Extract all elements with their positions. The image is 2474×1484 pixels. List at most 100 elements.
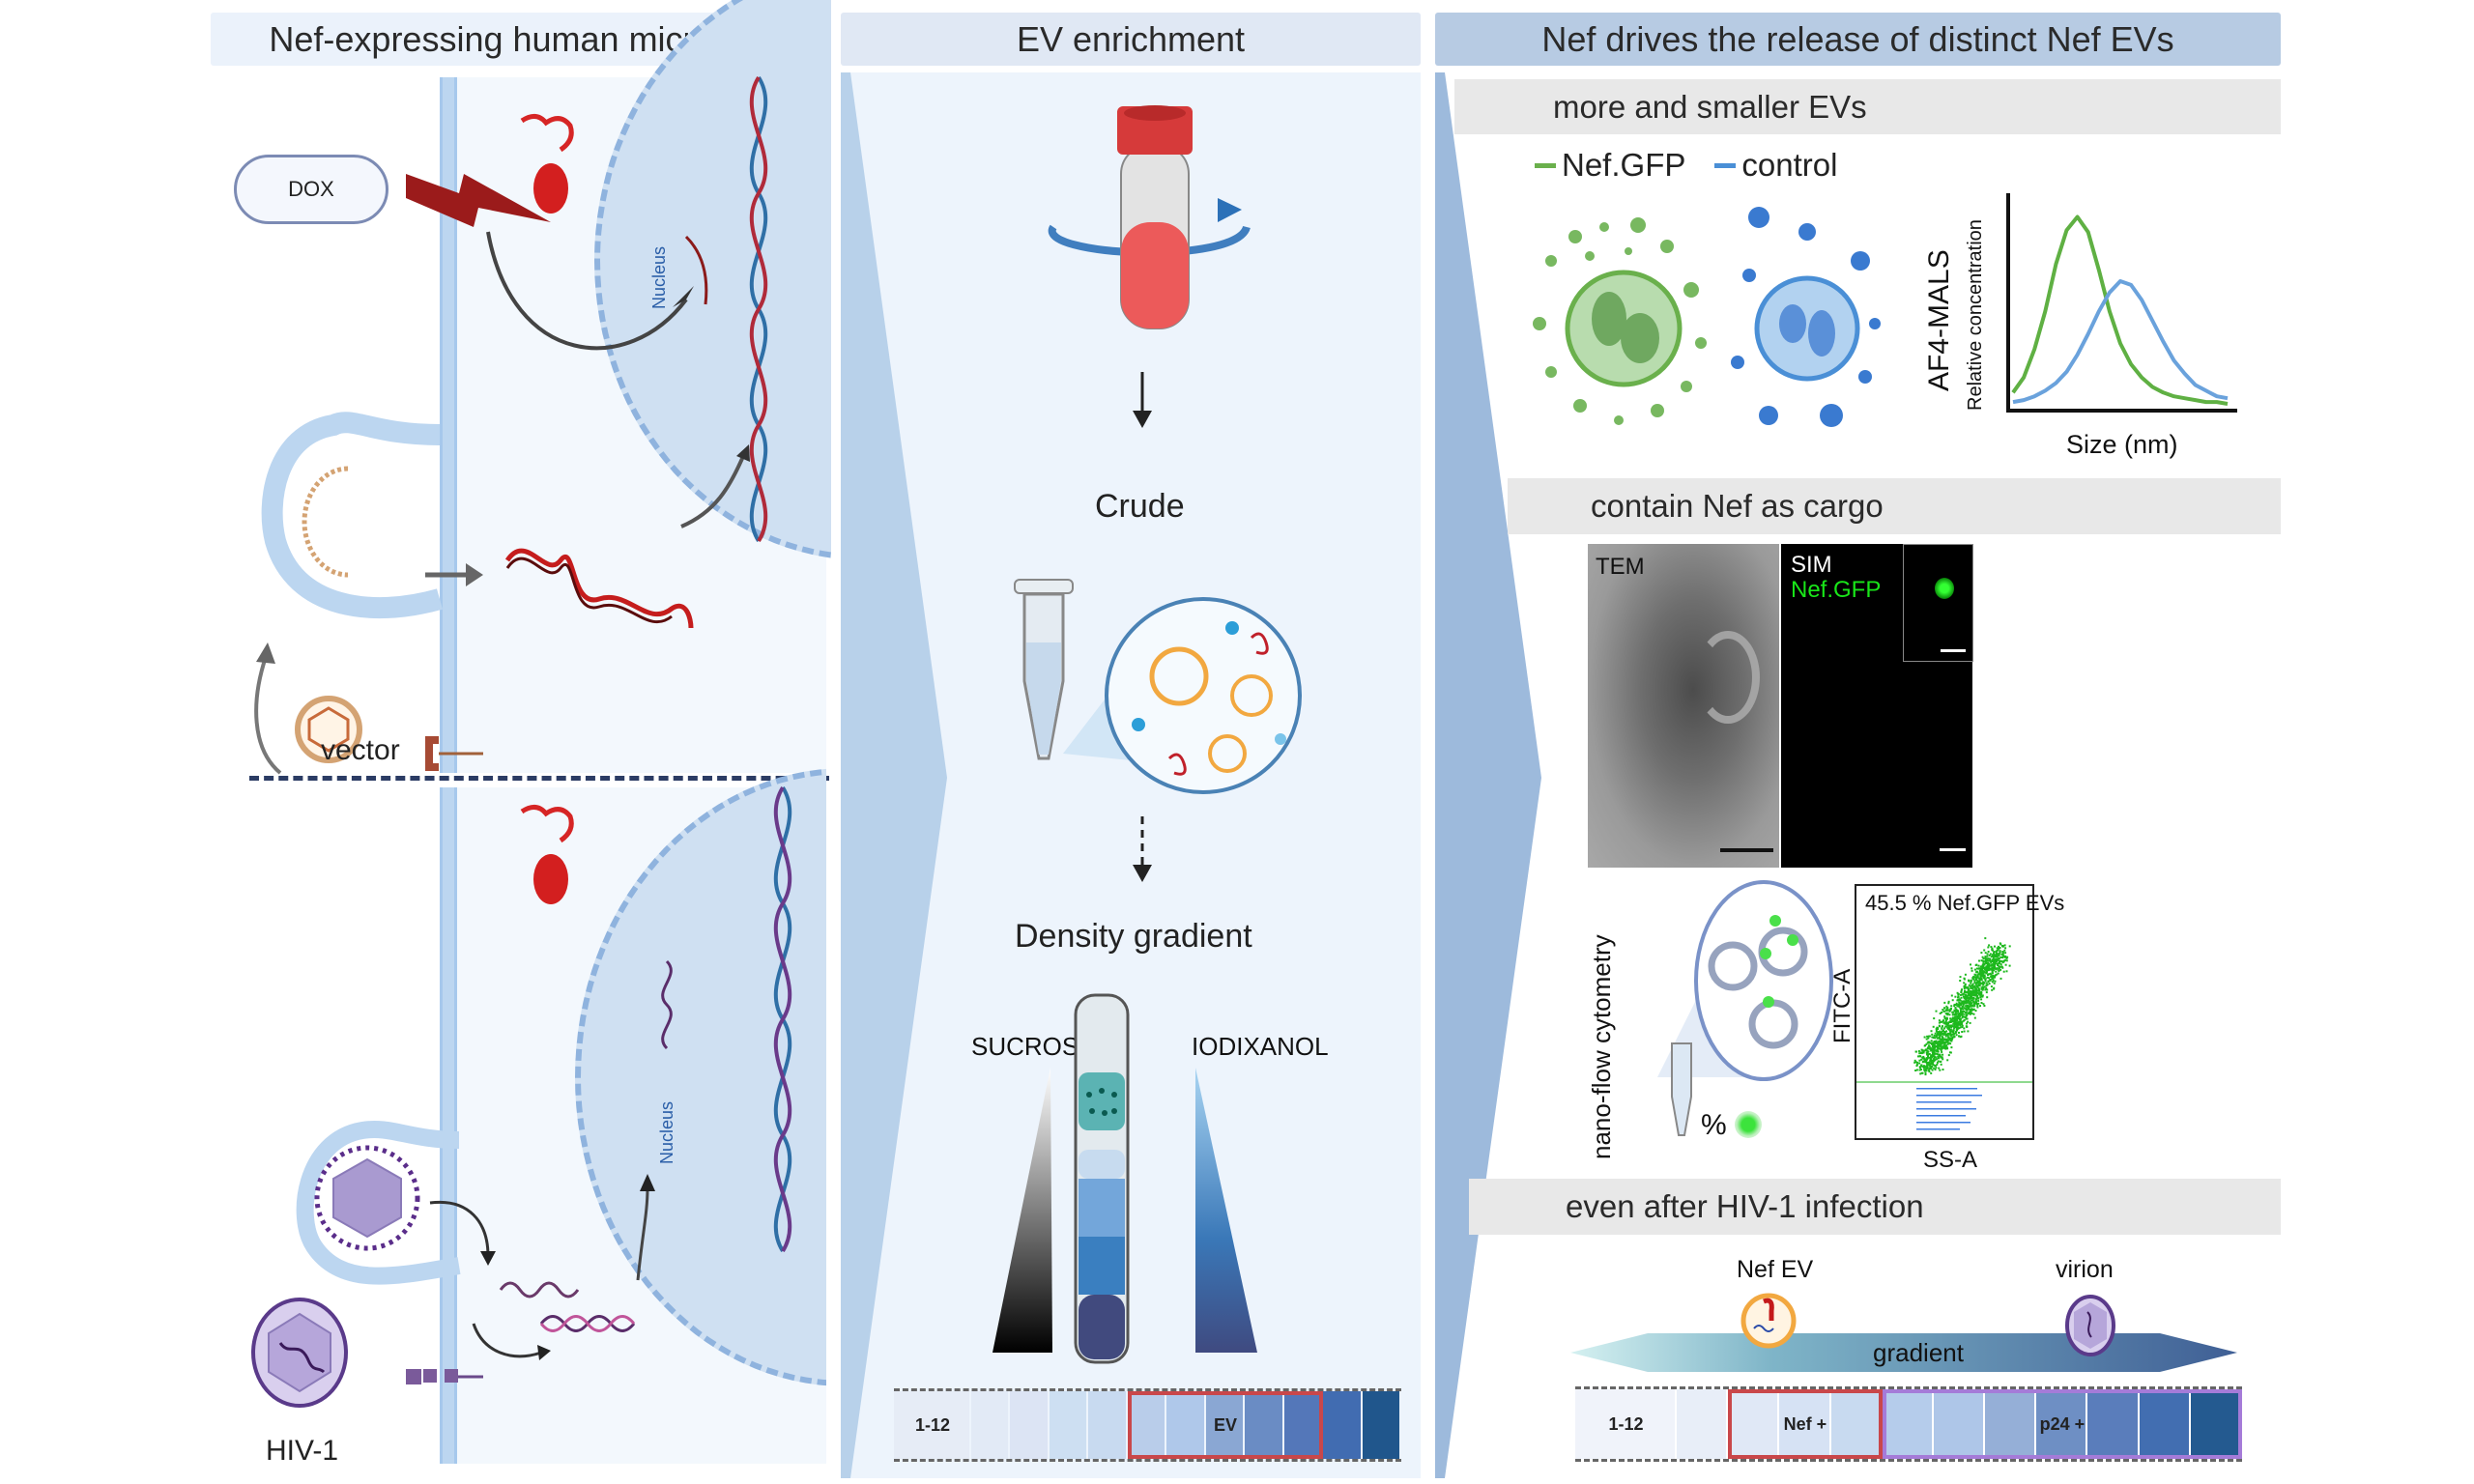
hiv-label: HIV-1 [266, 1435, 339, 1467]
ev-zoom-circle [1063, 597, 1302, 794]
fraction-cell [1323, 1391, 1361, 1459]
virion-icon [2065, 1295, 2115, 1356]
fraction-cell [1088, 1391, 1126, 1459]
panel-divider [249, 776, 829, 781]
right-panel-title: Nef drives the release of distinct Nef E… [1541, 18, 2174, 59]
fraction-cell [1166, 1391, 1204, 1459]
fraction-cell [2036, 1389, 2086, 1459]
tem-label: TEM [1596, 554, 1645, 580]
fraction-cell [971, 1391, 1009, 1459]
eppendorf-tube-icon [1014, 579, 1074, 760]
gfp-negative-events [1916, 1088, 1982, 1130]
fraction-cell [1362, 1391, 1399, 1459]
fraction-cell [1010, 1391, 1048, 1459]
legend-swatch-nefgfp [1535, 162, 1556, 168]
iodixanol-gradient-wedge [1195, 1068, 1257, 1353]
density-gradient-label: Density gradient [1015, 918, 1252, 955]
fraction-cell [1575, 1389, 1675, 1459]
vector-virus-icon [295, 696, 362, 763]
gfp-dot-icon [1735, 1111, 1762, 1138]
fraction-cell [1127, 1391, 1165, 1459]
flow-xlabel: SS-A [1923, 1147, 1978, 1173]
cell-illustration-top: Nucleus DOX [0, 0, 831, 775]
fraction-first-label-right: 1-12 [1608, 1413, 1644, 1434]
tem-image: TEM [1588, 544, 1779, 868]
size-chart-xlabel: Size (nm) [2066, 430, 2178, 459]
gfp-positive-events [1913, 937, 2011, 1076]
reuptake-arrow [254, 642, 282, 775]
fraction-cell [1728, 1389, 1778, 1459]
legend-swatch-control [1714, 162, 1737, 168]
section-header-nef-cargo: contain Nef as cargo [1508, 478, 2281, 534]
import-arrow [636, 1174, 655, 1281]
cd4-receptor-icon [406, 1369, 483, 1384]
gfp-spot [1935, 578, 1954, 599]
down-arrow-dashed [1133, 816, 1152, 882]
flow-ylabel: FITC-A [1829, 968, 1856, 1043]
flow-chevron-left [841, 72, 947, 1478]
fraction-cell [1283, 1391, 1322, 1459]
sucrose-gradient-wedge [992, 1068, 1052, 1353]
sim-nefgfp-label: Nef.GFP [1791, 577, 1882, 603]
flow-annotation: 45.5 % Nef.GFP EVs [1865, 891, 2065, 915]
nef-protein-icon-2 [520, 805, 574, 904]
crude-label: Crude [1095, 488, 1185, 525]
legend-item-nefgfp: Nef.GFP [1535, 147, 1685, 184]
hiv-budding-icon [296, 1121, 461, 1285]
fraction-cell [1830, 1389, 1881, 1459]
flow-cytometry-plot [1855, 884, 2034, 1140]
nef-ev-icon [1740, 1293, 1797, 1349]
sim-label: SIM [1791, 552, 1832, 578]
control-cell-icon [1731, 207, 1881, 427]
dna-helix-icon [749, 75, 768, 543]
middle-fraction-strip: 1-12 EV [894, 1388, 1401, 1462]
gradient-label: gradient [1873, 1338, 1964, 1367]
iodixanol-label: IODIXANOL [1192, 1032, 1329, 1061]
flow-chevron-right [1435, 72, 1541, 1478]
nefgfp-cell-icon [1533, 217, 1707, 425]
p24-positive-highlight: p24 + [1882, 1389, 2242, 1459]
gradient-tube-icon [1074, 993, 1130, 1364]
nucleus-label-bottom: Nucleus [657, 1100, 676, 1164]
middle-panel-title: EV enrichment [1016, 18, 1246, 59]
hiv-virion-icon [251, 1298, 348, 1408]
nef-ev-label: Nef EV [1737, 1256, 1814, 1283]
legend-label-nefgfp: Nef.GFP [1562, 147, 1686, 183]
fraction-first-label: 1-12 [914, 1414, 951, 1435]
integration-arrow [680, 444, 750, 528]
section-header-hiv: even after HIV-1 infection [1469, 1179, 2281, 1235]
scale-bar-tem [1720, 848, 1773, 852]
viral-rna-free-icon [499, 1281, 580, 1298]
fraction-cell [2190, 1389, 2240, 1459]
vector-arrow [425, 563, 483, 586]
right-panel-header: Nef drives the release of distinct Nef E… [1435, 13, 2281, 66]
af4-mals-label: AF4-MALS [1923, 249, 1955, 391]
proviral-dna-icon [539, 1315, 636, 1332]
section1-title: more and smaller EVs [1553, 88, 1867, 125]
rna-release-arrow [429, 1200, 496, 1266]
fraction-cell [1205, 1391, 1244, 1459]
dox-label: DOX [288, 177, 334, 201]
scale-bar-sim [1940, 848, 1966, 851]
cell-illustration-bottom: Nucleus HIV-1 [0, 768, 831, 1478]
nef-positive-label: Nef + [1783, 1413, 1827, 1434]
cell-membrane-bottom [440, 787, 457, 1464]
section3-title: even after HIV-1 infection [1566, 1188, 1924, 1224]
dox-activation-arrow [486, 231, 694, 351]
fraction-cell [2087, 1389, 2138, 1459]
fraction-cell [1779, 1389, 1829, 1459]
size-distribution-chart [2006, 193, 2237, 413]
ev-fraction-highlight: EV [1127, 1391, 1324, 1459]
section-header-more-smaller: more and smaller EVs [1454, 79, 2281, 134]
fraction-cell [1049, 1391, 1087, 1459]
size-chart-ylabel: Relative concentration [1965, 219, 1986, 411]
fraction-cell [1985, 1389, 2035, 1459]
fraction-cells-right [1575, 1389, 2242, 1459]
dox-badge: DOX [234, 155, 388, 224]
nanoflow-zoom-icon [1657, 880, 1833, 1136]
legend-item-control: control [1714, 147, 1837, 184]
reverse-transcription-arrow [472, 1323, 551, 1360]
middle-panel-header: EV enrichment [841, 13, 1421, 66]
fraction-cell [1245, 1391, 1282, 1459]
vector-dna-icon [504, 548, 694, 629]
